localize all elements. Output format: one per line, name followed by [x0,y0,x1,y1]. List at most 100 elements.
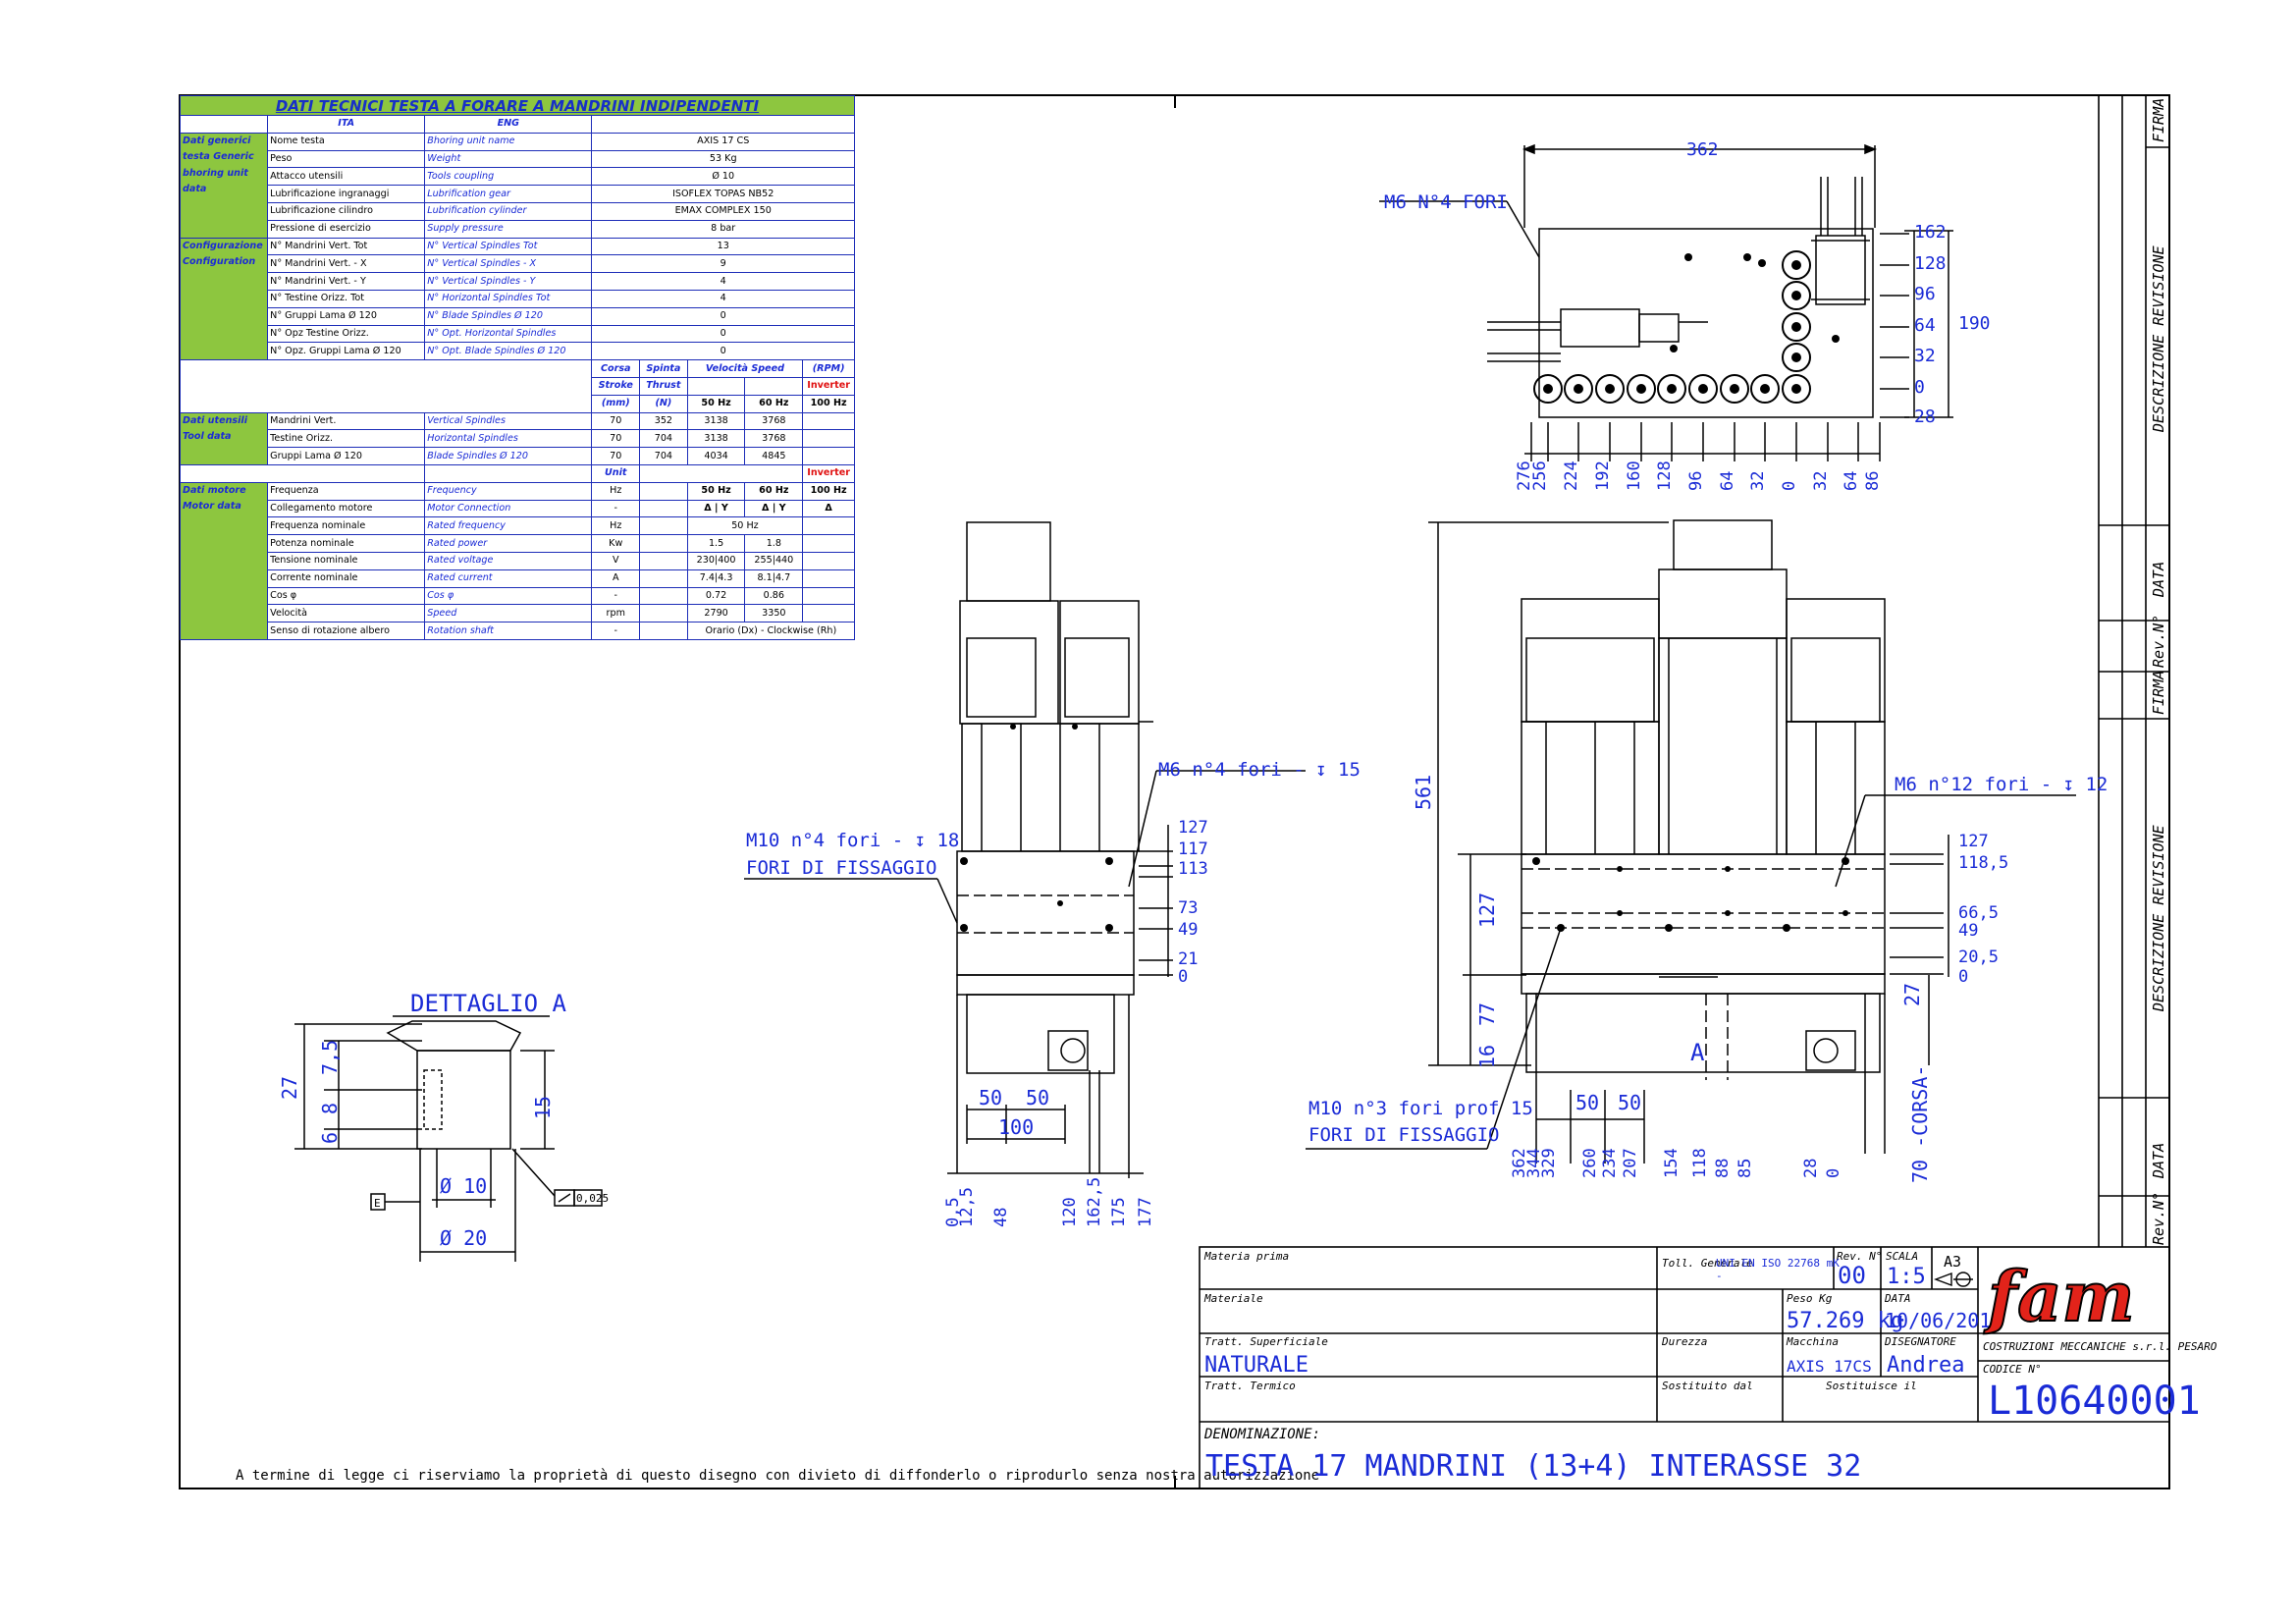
side-view-m10-callout: M10 n°4 fori - ↧ 18 [746,830,959,851]
front-view [1306,519,2076,1164]
rotation-value: Orario (Dx) - Clockwise (Rh) [686,622,856,640]
front-view-bottom-dims: 362 344 329 260 234 207 154 118 88 85 28… [1510,1148,1843,1178]
svg-text:49: 49 [1958,921,1978,941]
svg-text:48: 48 [991,1208,1011,1227]
disclaimer: A termine di legge ci riserviamo la prop… [236,1468,1319,1484]
svg-text:CODICE N°: CODICE N° [1983,1363,2042,1376]
detail-a-phi10: Ø 10 [440,1174,487,1198]
top-view-spindles [1533,250,1840,404]
side-view-horiz-dims: 50 50 100 [979,1086,1049,1139]
side-view-m6-callout: M6 n°4 fori - ↧ 15 [1158,759,1361,781]
spec-table: DATI TECNICI TESTA A FORARE A MANDRINI I… [179,95,856,640]
front-view-height-dim: 561 [1412,775,1435,810]
front-view-label-a: A [1690,1039,1705,1066]
svg-text:Durezza: Durezza [1661,1335,1707,1348]
svg-text:A3: A3 [1944,1253,1961,1271]
rev-revn2-label: Rev.N° [2150,1192,2167,1245]
rev-descrizione2-label: DESCRIZIONE REVISIONE [2150,825,2167,1012]
svg-text:SCALA: SCALA [1886,1250,1918,1263]
svg-text:88: 88 [1713,1159,1733,1178]
svg-text:DATA: DATA [1884,1292,1911,1305]
svg-text:15: 15 [531,1096,555,1119]
codice-value: L10640001 [1988,1379,2201,1424]
top-view-height-dim: 190 [1958,313,1991,334]
svg-text:Materia prima: Materia prima [1203,1250,1289,1263]
svg-text:50: 50 [1575,1091,1599,1114]
svg-text:344: 344 [1524,1148,1544,1178]
svg-text:120: 120 [1060,1197,1080,1227]
svg-text:329: 329 [1539,1148,1559,1178]
rev-firma2-label: FIRMA [2150,671,2167,715]
top-view-m6-callout: M6 N°4 FORI [1384,191,1508,213]
svg-text:0: 0 [1958,967,1968,987]
svg-text:207: 207 [1621,1148,1640,1178]
svg-text:127: 127 [1178,818,1208,838]
svg-text:127: 127 [1958,832,1989,851]
svg-text:118: 118 [1690,1148,1710,1178]
svg-text:Tratt. Termico: Tratt. Termico [1204,1380,1296,1392]
svg-text:-: - [1716,1270,1723,1282]
svg-text:162: 162 [1914,222,1947,243]
svg-text:113: 113 [1178,859,1208,879]
rev-data-label: DATA [2150,562,2167,598]
svg-text:28: 28 [1914,406,1936,427]
detail-a-phi20: Ø 20 [440,1226,487,1250]
denominazione-value: TESTA 17 MANDRINI (13+4) INTERASSE 32 [1205,1449,1861,1484]
svg-text:362: 362 [1510,1148,1529,1178]
front-view-fissaggio-callout: FORI DI FISSAGGIO [1308,1124,1499,1146]
svg-text:49: 49 [1178,920,1198,940]
title-block-labels: Materia prima Materiale Tratt. Superfici… [1203,1250,2217,1442]
svg-text:66,5: 66,5 [1958,903,1999,923]
svg-text:160: 160 [1625,460,1644,491]
svg-text:96: 96 [1914,284,1936,304]
detail-a [294,1015,603,1262]
svg-text:Rev. N°: Rev. N° [1837,1250,1882,1263]
side-view-holes [960,724,1113,932]
side-view-callouts: M6 n°4 fori - ↧ 15 M10 n°4 fori - ↧ 18 F… [746,759,1361,879]
rev-data2-label: DATA [2150,1143,2167,1179]
macchina-value: AXIS 17CS [1787,1357,1872,1376]
svg-text:127: 127 [1475,893,1499,928]
side-view-fissaggio-callout: FORI DI FISSAGGIO [746,857,936,879]
svg-text:260: 260 [1580,1148,1600,1178]
svg-text:64: 64 [1914,315,1936,336]
top-view-callout: M6 N°4 FORI [1384,191,1508,213]
detail-a-title: DETTAGLIO A [410,990,566,1017]
svg-text:fam: fam [1983,1256,2135,1337]
col-eng: ENG [424,115,593,134]
svg-text:DENOMINAZIONE:: DENOMINAZIONE: [1203,1427,1320,1442]
detail-a-dims: 27 7,5 8 6 15 Ø 10 Ø 20 [278,1040,555,1250]
svg-text:256: 256 [1530,460,1550,491]
front-view-dims: 561 127 77 16 27 50 50 A 70 -CORSA- [1412,775,1932,1183]
disegnatore-value: Andrea [1887,1353,1964,1378]
svg-text:Sostituisce il: Sostituisce il [1826,1380,1917,1392]
svg-text:85: 85 [1735,1159,1755,1178]
svg-text:234: 234 [1600,1148,1620,1178]
side-view-right-dims: 127 117 113 73 49 21 0 [1178,818,1208,987]
svg-text:77: 77 [1475,1002,1499,1026]
svg-text:118,5: 118,5 [1958,853,2008,873]
svg-text:192: 192 [1593,460,1613,491]
svg-text:64: 64 [1718,471,1737,491]
svg-text:128: 128 [1655,460,1675,491]
rev-descrizione-label: DESCRIZIONE REVISIONE [2150,245,2167,433]
disclaimer-group: A termine di legge ci riserviamo la prop… [236,1468,1319,1484]
svg-text:50: 50 [1026,1086,1049,1110]
spec-table-title: DATI TECNICI TESTA A FORARE A MANDRINI I… [180,95,855,116]
data-value: 10/06/2010 [1885,1309,2002,1332]
svg-text:175: 175 [1109,1197,1129,1227]
front-view-right-dims: 127 118,5 66,5 49 20,5 0 [1958,832,2008,987]
datum-label: E [374,1197,381,1210]
svg-text:117: 117 [1178,839,1208,859]
svg-text:27: 27 [1900,983,1924,1006]
svg-text:Macchina: Macchina [1786,1335,1839,1348]
svg-text:100: 100 [998,1115,1034,1139]
svg-text:27: 27 [278,1076,301,1100]
revision-column [2098,95,2169,1247]
fam-logo: fam [1982,1255,2136,1338]
svg-text:154: 154 [1662,1148,1682,1178]
svg-text:32: 32 [1914,346,1936,366]
tolerance-value: 0,025 [576,1192,609,1205]
svg-text:7,5: 7,5 [318,1040,342,1075]
